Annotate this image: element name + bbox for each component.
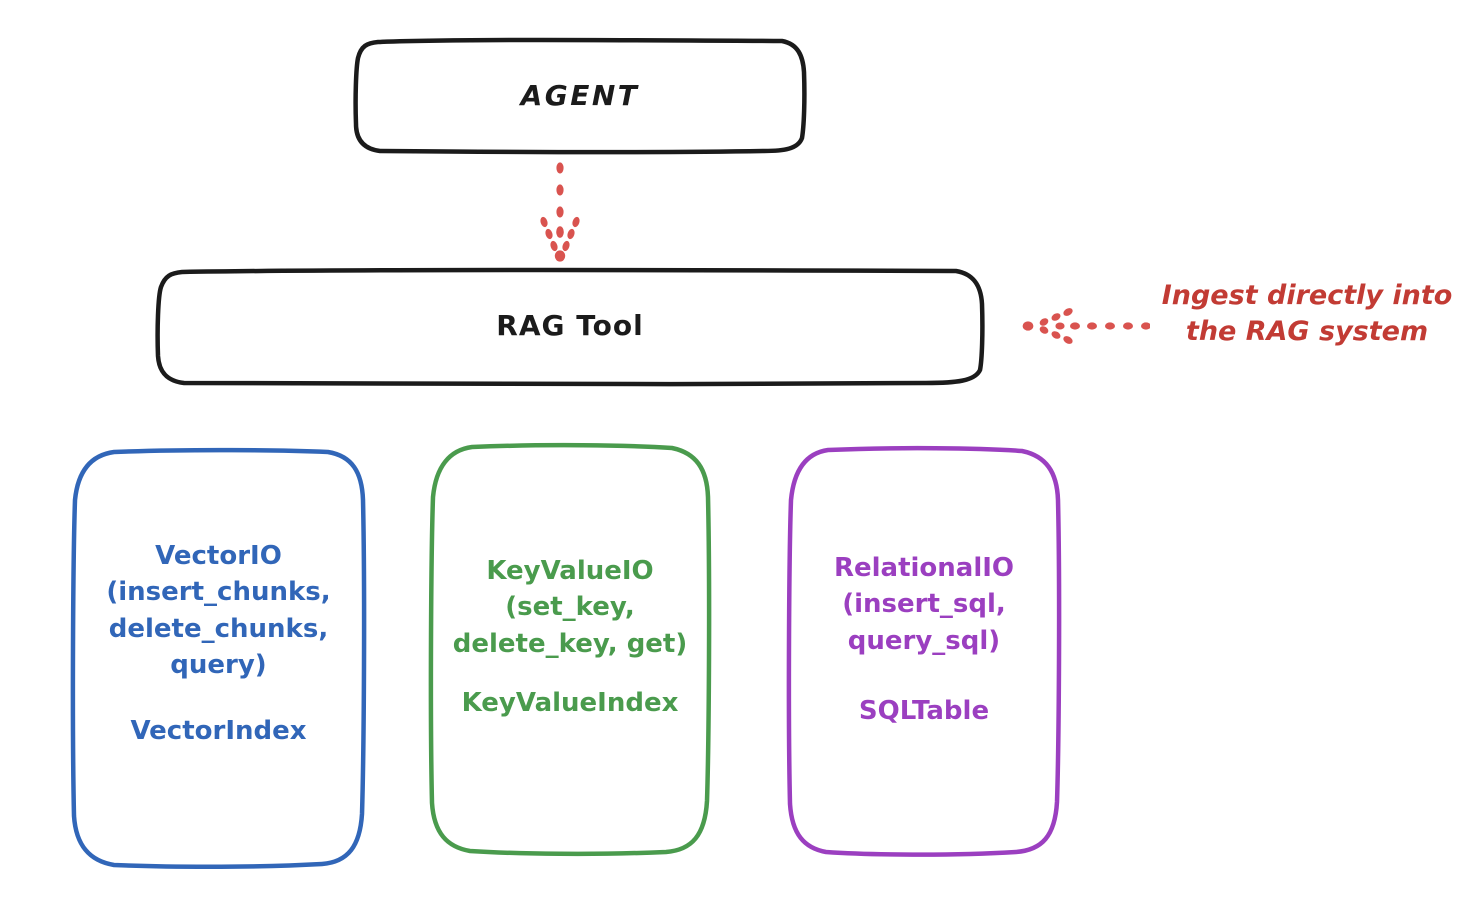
node-relational-io[interactable]: RelationalIO (insert_sql, query_sql) SQL…	[786, 445, 1062, 857]
relational-io-sub-label: SQLTable	[858, 696, 990, 726]
node-agent[interactable]: AGENT	[353, 37, 807, 155]
node-rag-tool[interactable]: RAG Tool	[155, 267, 985, 387]
relational-io-box-outline	[786, 445, 1062, 857]
rag-tool-label: RAG Tool	[496, 309, 644, 342]
key-value-io-label: KeyValueIO (set_key, delete_key, get)	[452, 556, 688, 659]
relational-io-label: RelationalIO (insert_sql, query_sql)	[833, 553, 1015, 656]
rag-tool-box-outline	[155, 267, 985, 387]
node-vector-io[interactable]: VectorIO (insert_chunks, delete_chunks, …	[70, 447, 367, 870]
node-key-value-io[interactable]: KeyValueIO (set_key, delete_key, get) Ke…	[428, 442, 712, 857]
vector-io-sub-label: VectorIndex	[130, 716, 307, 746]
connector-ingest-to-rag-tool	[1022, 308, 1150, 344]
agent-box-outline	[353, 37, 807, 155]
vector-io-label: VectorIO (insert_chunks, delete_chunks, …	[106, 541, 331, 681]
connector-agent-to-rag-tool	[540, 162, 580, 262]
key-value-io-box-outline	[428, 442, 712, 857]
annotation-ingest-note: Ingest directly into the RAG system	[1161, 280, 1453, 347]
key-value-io-sub-label: KeyValueIndex	[461, 688, 679, 718]
vector-io-box-outline	[70, 447, 367, 869]
agent-label: AGENT	[520, 79, 640, 112]
